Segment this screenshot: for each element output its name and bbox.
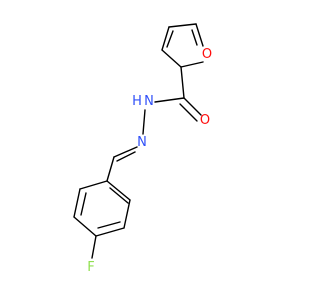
bond-benzene-5-double [80, 192, 87, 216]
bond-benzene-5 [73, 188, 81, 218]
bond-ch-benzene [106, 156, 115, 182]
bond-carbonyl-n [154, 97, 185, 103]
bond-carbonyl-o [183, 97, 202, 116]
atom-label-n-imine: N [137, 135, 147, 150]
bond-benzene-3 [95, 227, 125, 237]
bond-imine [113, 146, 138, 158]
atom-label-f: F [87, 260, 94, 275]
atom-label-h: H [132, 94, 142, 109]
bond-c-f [91, 235, 97, 259]
bond-benzene-6 [79, 180, 108, 190]
atom-label-o-carbonyl: O [200, 113, 210, 128]
bond-benzene-2 [123, 199, 131, 229]
bond-benzene-3-double [97, 221, 121, 229]
bond-benzene-1-double [109, 187, 129, 204]
bond-furan-c5-o [195, 23, 204, 47]
bond-furan-c3-c4-double [166, 30, 174, 48]
molecule-drawing: O O H N N F [73, 23, 212, 275]
bond-furan-c5-o-double [191, 29, 198, 46]
bond-furan-c3-c4 [161, 26, 170, 51]
atom-label-o-ring: O [202, 47, 212, 62]
bond-c2-carbonyl [180, 66, 185, 99]
bond-carbonyl-o-double [179, 103, 198, 122]
bond-n-n [142, 109, 146, 135]
bond-furan-o-c2 [180, 61, 204, 68]
atom-label-n-amide: N [144, 94, 154, 109]
bond-furan-c2-c3 [161, 49, 182, 68]
bond-furan-c4-c5 [168, 23, 197, 28]
structure-canvas: O O H N N F [73, 23, 212, 275]
bond-benzene-4 [73, 216, 97, 237]
bond-benzene-1 [106, 180, 131, 201]
bond-imine-double [116, 151, 136, 162]
